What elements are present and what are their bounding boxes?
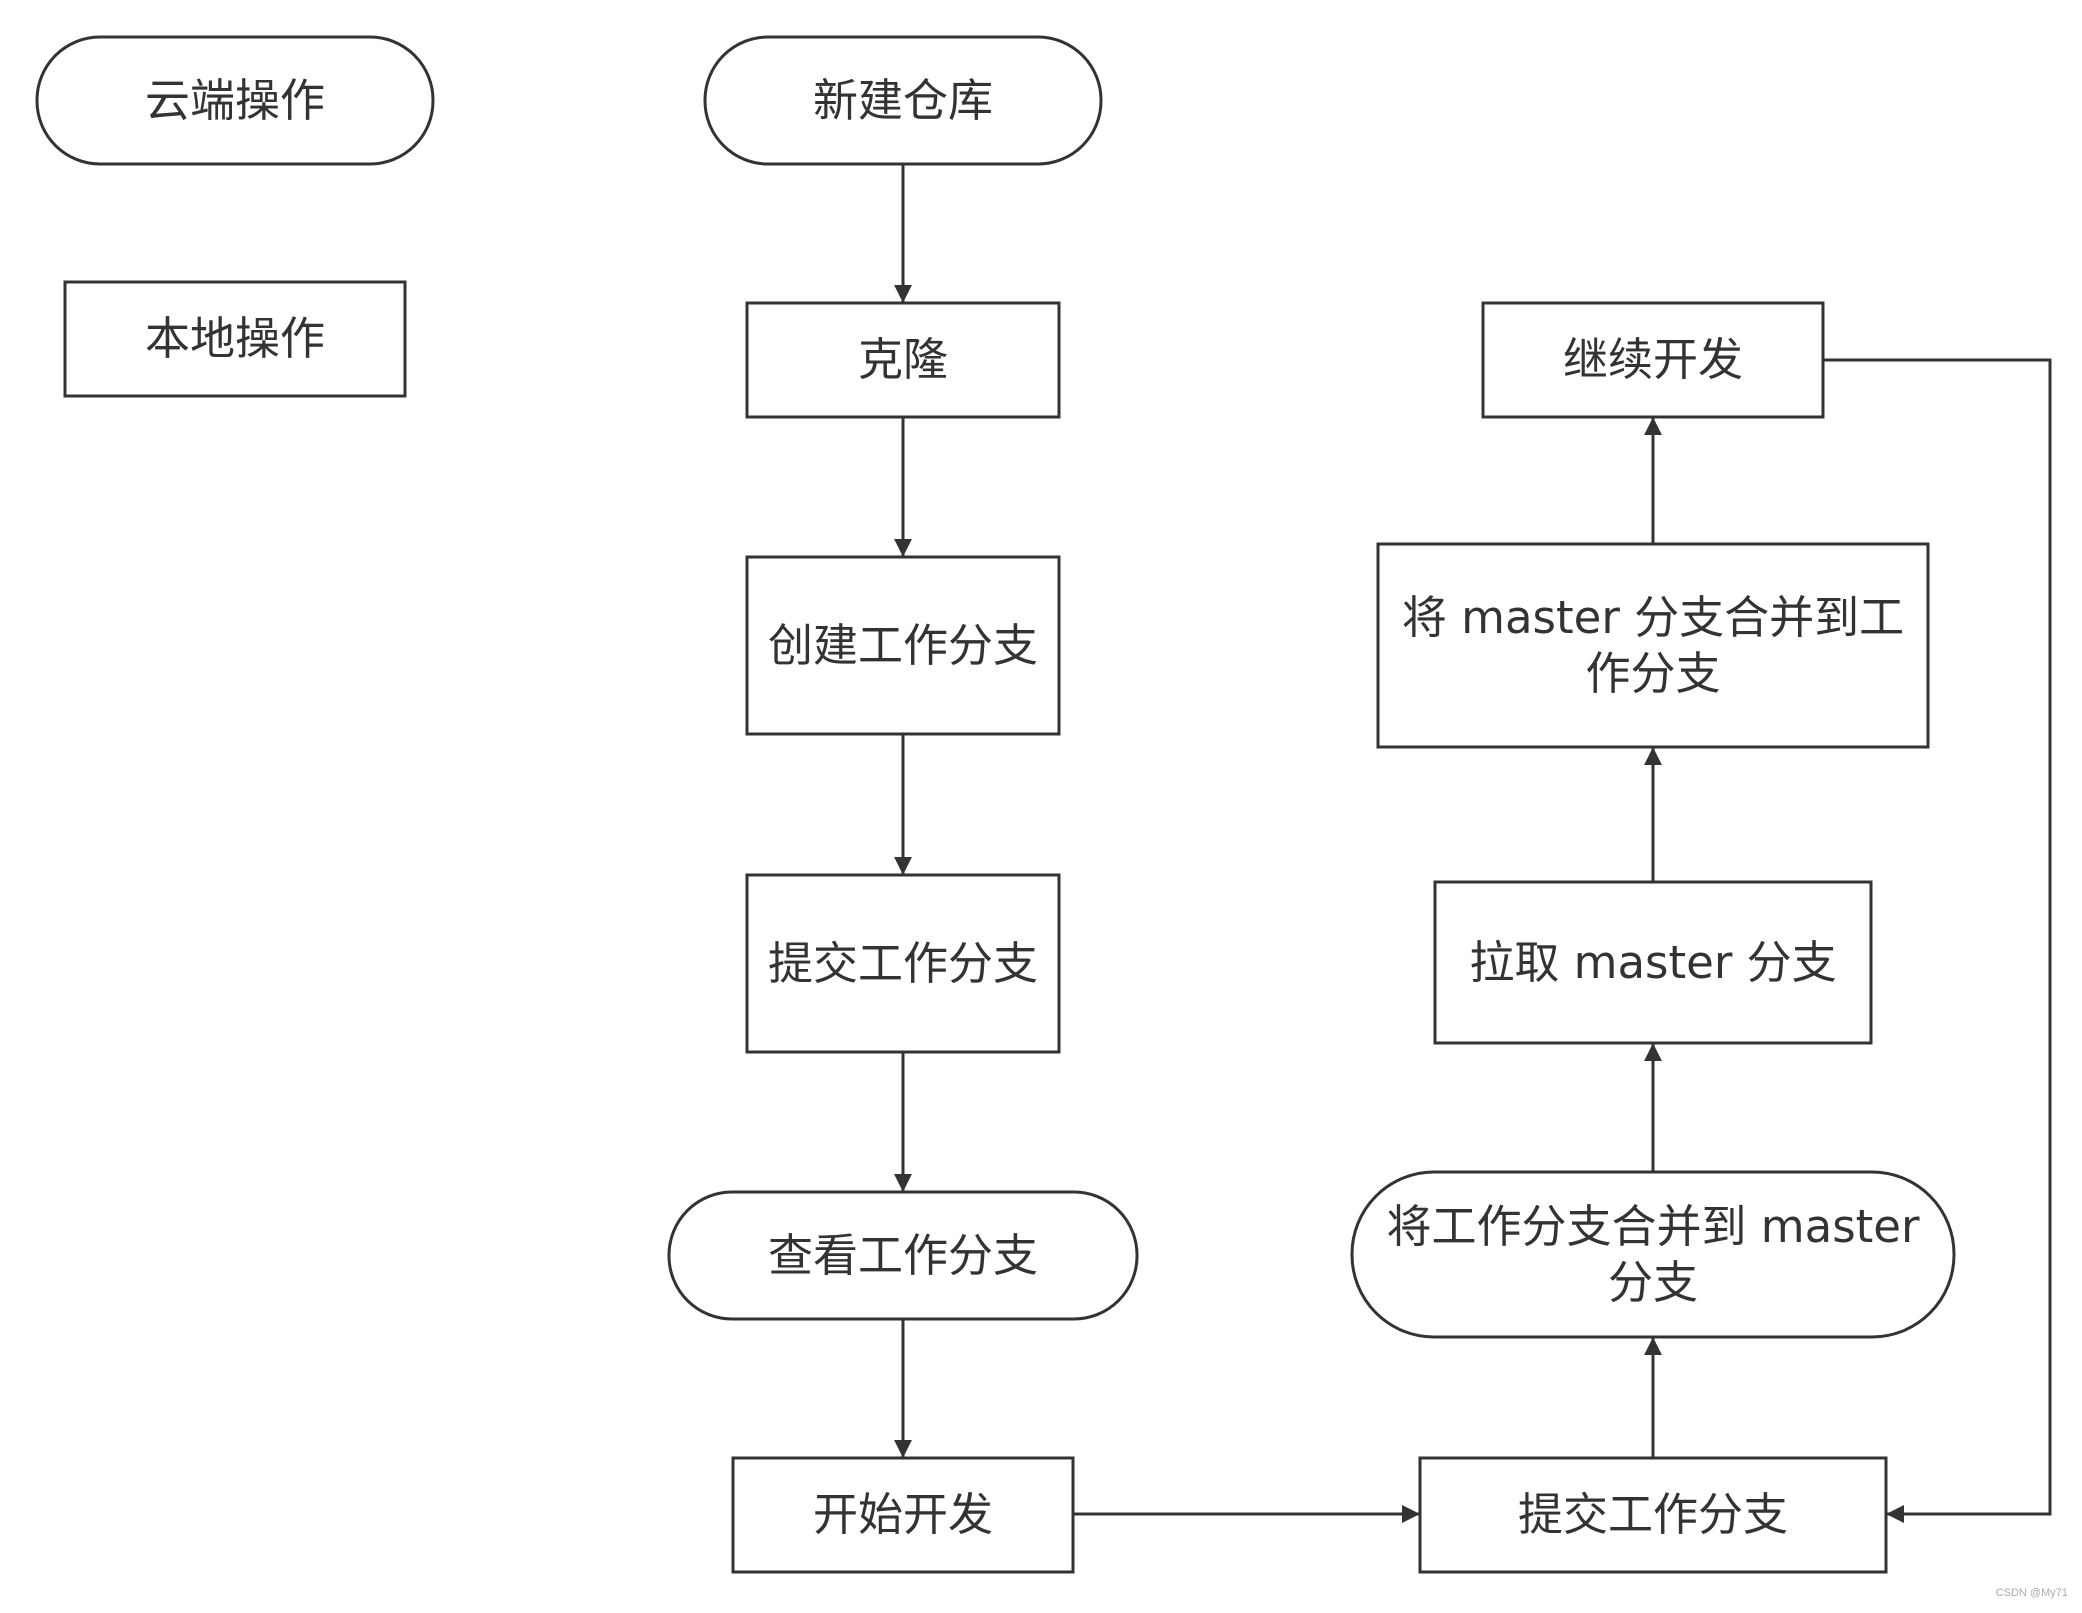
watermark: CSDN @My71 [1995, 1587, 2068, 1599]
node-create-work-branch-label: 创建工作分支 [767, 618, 1038, 672]
node-merge-work-into-master-label: 将工作分支合并到 master 分支 [1386, 1199, 1920, 1309]
legend-local-shape [63, 280, 407, 398]
node-continue-dev-shape [1481, 301, 1825, 419]
node-commit-work-branch-right-label: 提交工作分支 [1517, 1488, 1788, 1541]
node-merge-master-into-work-label: 将 master 分支合并到工作分支 [1401, 590, 1905, 700]
node-view-work-branch-label: 查看工作分支 [767, 1228, 1038, 1282]
edge-continue-dev-loop-to-commit-right [1823, 358, 2052, 1523]
node-pull-master-shape [1433, 880, 1873, 1045]
node-commit-work-branch-left-shape [745, 873, 1061, 1054]
node-start-dev-label: 开始开发 [812, 1488, 993, 1541]
legend-cloud-label: 云端操作 [144, 73, 325, 127]
node-start-dev-shape [731, 1456, 1075, 1574]
node-create-repo-label: 新建仓库 [812, 73, 993, 127]
node-clone-shape [745, 301, 1061, 419]
node-create-work-branch-shape [745, 555, 1061, 736]
legend-local-label: 本地操作 [144, 312, 325, 365]
node-clone-label: 克隆 [857, 333, 948, 386]
node-commit-work-branch-left-label: 提交工作分支 [767, 936, 1038, 990]
legend-cloud-shape [35, 35, 435, 166]
node-pull-master-label: 拉取 master 分支 [1469, 935, 1837, 989]
node-continue-dev-label: 继续开发 [1562, 333, 1743, 386]
